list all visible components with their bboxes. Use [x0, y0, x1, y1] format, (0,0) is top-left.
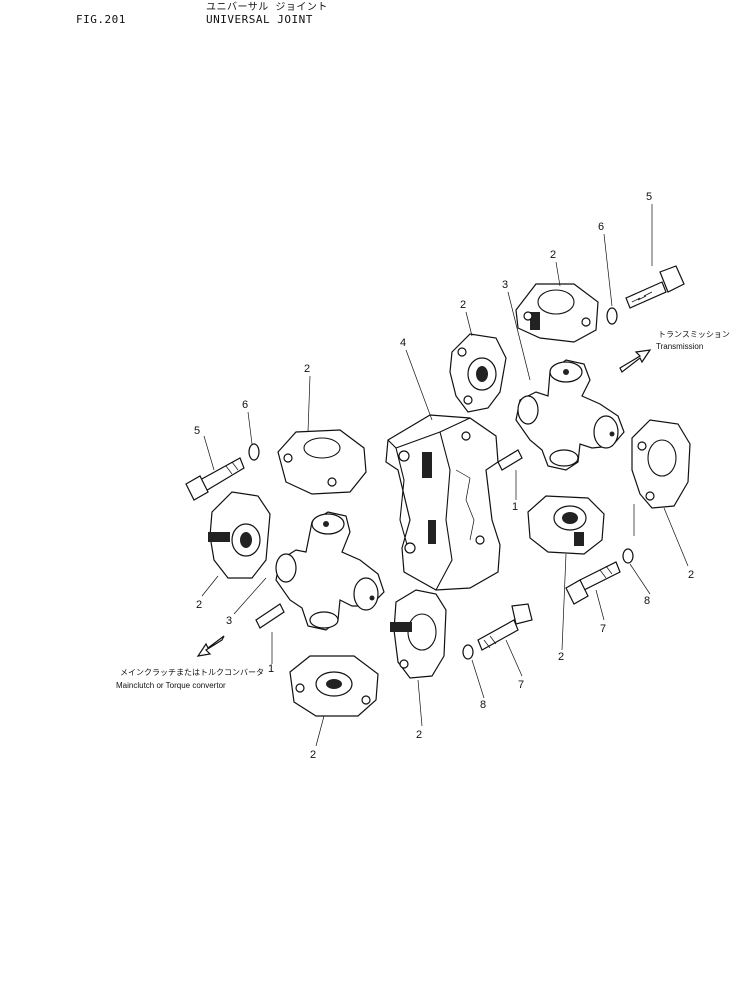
callout-7: 7 — [518, 679, 524, 691]
callout-2: 2 — [688, 569, 694, 581]
bolt-top-right — [625, 265, 685, 309]
bearing-cap-top-right — [515, 283, 599, 343]
direction-notes: トランスミッション Transmission メインクラッチまたはトルクコンバー… — [116, 330, 730, 690]
callout-2: 2 — [310, 749, 316, 761]
bolt-left — [185, 457, 245, 501]
spider-lower-left — [275, 511, 385, 631]
callout-6: 6 — [598, 221, 604, 233]
arrow-mainclutch — [196, 635, 225, 657]
bearing-cap-upper-mid — [449, 333, 507, 413]
grease-fitting-left — [255, 603, 285, 664]
callout-3: 3 — [502, 279, 508, 291]
title-english: UNIVERSAL JOINT — [206, 13, 313, 26]
grease-fitting-center — [497, 449, 523, 500]
center-yoke — [385, 414, 501, 591]
callout-2: 2 — [550, 249, 556, 261]
bearing-cap-bottom-center — [390, 589, 447, 679]
callout-5: 5 — [646, 191, 652, 203]
bearing-cap-bottom-left — [289, 655, 379, 717]
arrow-transmission — [619, 349, 652, 373]
callout-2: 2 — [196, 599, 202, 611]
note-transmission-en: Transmission — [656, 342, 703, 351]
callout-8: 8 — [480, 699, 486, 711]
washer-mid-right — [622, 548, 634, 564]
spider-upper-right — [515, 359, 625, 471]
callout-2: 2 — [558, 651, 564, 663]
figure-number: FIG.201 — [76, 13, 126, 26]
bolt-mid-right — [565, 561, 621, 605]
callout-3: 3 — [226, 615, 232, 627]
title-japanese: ユニバーサル ジョイント — [206, 2, 328, 13]
callout-4: 4 — [400, 337, 406, 349]
callout-1: 1 — [268, 663, 274, 675]
callout-2: 2 — [304, 363, 310, 375]
bearing-cap-mid-right — [527, 495, 605, 555]
callout-5: 5 — [194, 425, 200, 437]
note-transmission-jp: トランスミッション — [658, 330, 730, 339]
note-mainclutch-en: Mainclutch or Torque convertor — [116, 681, 226, 690]
callout-1: 1 — [512, 501, 518, 513]
note-mainclutch-jp: メインクラッチまたはトルクコンバータ — [120, 668, 264, 677]
bolt-bottom-center — [477, 603, 533, 651]
callout-numbers: 5 6 2 2 3 4 2 6 5 1 2 3 1 2 8 7 2 7 8 2 … — [194, 191, 694, 761]
callout-8: 8 — [644, 595, 650, 607]
callout-6: 6 — [242, 399, 248, 411]
washer-bottom-center — [462, 644, 474, 660]
bearing-cap-left-top — [277, 429, 367, 495]
leader-lines — [201, 204, 689, 747]
callout-7: 7 — [600, 623, 606, 635]
washer-top-right — [606, 307, 618, 325]
washer-left — [248, 443, 260, 461]
bearing-cap-left — [208, 491, 271, 579]
callout-2: 2 — [416, 729, 422, 741]
callout-2: 2 — [460, 299, 466, 311]
bearing-cap-right — [631, 419, 691, 509]
